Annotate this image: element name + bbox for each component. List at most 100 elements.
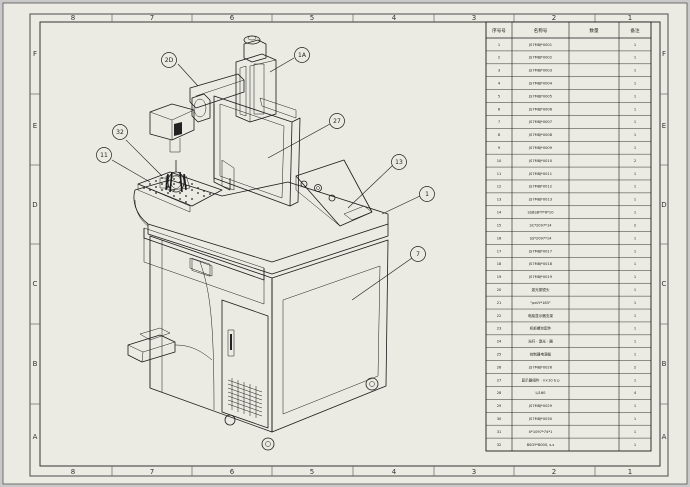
bom-cell: 8 — [498, 133, 501, 137]
bom-cell: 1 — [634, 353, 636, 357]
balloon-label: 7 — [416, 251, 420, 258]
bom-cell: JS7M8J*0006 — [528, 107, 553, 111]
bom-cell: 21 — [497, 301, 502, 305]
bom-row: 10 JS7M8J*0010 2 — [497, 159, 636, 163]
bom-cell: 30 — [497, 417, 502, 421]
bom-cell: JS7M8J*0029 — [528, 404, 553, 408]
bom-cell: 29 — [497, 404, 502, 408]
bom-cell: 1 — [634, 94, 636, 98]
zone-label-left: D — [32, 201, 37, 209]
bom-cell: 1 — [634, 69, 636, 73]
foot-pedal — [127, 327, 213, 363]
balloon-label: 1A — [298, 52, 307, 59]
zone-label-top: 6 — [230, 14, 235, 22]
bom-cell: JS7M8J*0013 — [528, 198, 552, 202]
cabinet-body — [149, 235, 389, 433]
bom-cell: JS7M8J*0008 — [528, 133, 553, 137]
monitor-assembly — [213, 95, 301, 207]
bom-cell: 1 — [634, 185, 636, 189]
bom-cell: 20 — [497, 288, 502, 292]
zone-ticks — [30, 14, 668, 476]
bom-cell: "peLY*183" — [530, 301, 551, 305]
bom-cell: 1 — [634, 314, 636, 318]
bom-cell: 1 — [634, 198, 636, 202]
zone-label-bottom: 3 — [472, 468, 476, 476]
bom-cell: JS7M8J*0010 — [528, 159, 553, 163]
bom-cell: 1 — [634, 120, 636, 124]
bom-cell: 16 — [497, 236, 502, 240]
zone-label-top: 3 — [472, 14, 476, 22]
bom-cell: 31 — [497, 430, 502, 434]
bom-header-cell: 序号号 — [492, 27, 506, 34]
bom-cell: X*1097*74*1 — [529, 430, 553, 434]
bom-cell: 4 — [498, 81, 501, 85]
balloon-7: 7 — [410, 246, 426, 262]
bom-cell: 1 — [634, 43, 636, 47]
bom-cell: 15 — [497, 223, 502, 227]
zone-label-top: 4 — [392, 14, 397, 22]
table-top — [133, 179, 389, 275]
bom-cell: 27 — [497, 378, 502, 382]
zone-label-right: A — [662, 433, 667, 441]
bom-cell: 10 — [497, 159, 502, 163]
bom-cell: JS7M8J*0026 — [528, 365, 553, 369]
zone-label-right: D — [661, 201, 666, 209]
bom-cell: 9 — [498, 146, 501, 150]
zone-label-right: E — [662, 122, 666, 130]
zone-label-bottom: 8 — [71, 468, 75, 476]
laser-head — [149, 93, 211, 153]
zone-label-bottom: 2 — [552, 468, 556, 476]
bom-cell: 2 — [634, 223, 636, 227]
bom-cell: 6 — [498, 107, 501, 111]
zone-label-top: 7 — [150, 14, 154, 22]
bom-cell: 18 — [497, 262, 502, 266]
bom-cell: 26 — [497, 365, 502, 369]
bom-cell: 机柜螺丝配件 — [530, 326, 552, 331]
bom-cell: 1 — [634, 172, 636, 176]
bom-cell: 2 — [634, 159, 636, 163]
bom-cell: JS7M8J*0005 — [528, 94, 552, 98]
bom-cell: JS7M8J*0017 — [528, 249, 552, 253]
bom-cell: 1 — [634, 107, 636, 111]
bom-cell: 1 — [634, 378, 636, 382]
bom-cell: JS7M8J*0030 — [528, 417, 553, 421]
bom-cell: 14 — [497, 211, 502, 215]
outer-frame — [29, 13, 669, 477]
bom-cell: 1 — [634, 430, 636, 434]
bom-row: 26 JS7M8J*0026 2 — [497, 365, 636, 369]
balloon-27: 27 — [329, 113, 345, 129]
bom-cell: JS7M8J*0002 — [528, 56, 552, 60]
bom-cell: 1 — [634, 81, 636, 85]
z-axis-column — [189, 35, 277, 123]
bom-cell: 1 — [634, 56, 636, 60]
zone-label-left: F — [33, 50, 37, 58]
bom-cell: 3 — [498, 69, 500, 73]
bom-cell: 1 — [634, 288, 636, 292]
bom-cell: SS*2097*14 — [530, 236, 553, 240]
zone-label-top: 2 — [552, 14, 556, 22]
zone-label-right: B — [662, 360, 667, 368]
bom-cell: 22 — [497, 314, 502, 318]
bom-cell: JS7M8J*0009 — [528, 146, 553, 150]
zone-label-top: 8 — [71, 14, 75, 22]
bom-row: 6 JS7M8J*0006 1 — [498, 107, 636, 111]
bom-cell: 2 — [634, 365, 636, 369]
bom-cell: JS7M8J*0012 — [528, 185, 552, 189]
balloon-label: 13 — [395, 159, 403, 166]
